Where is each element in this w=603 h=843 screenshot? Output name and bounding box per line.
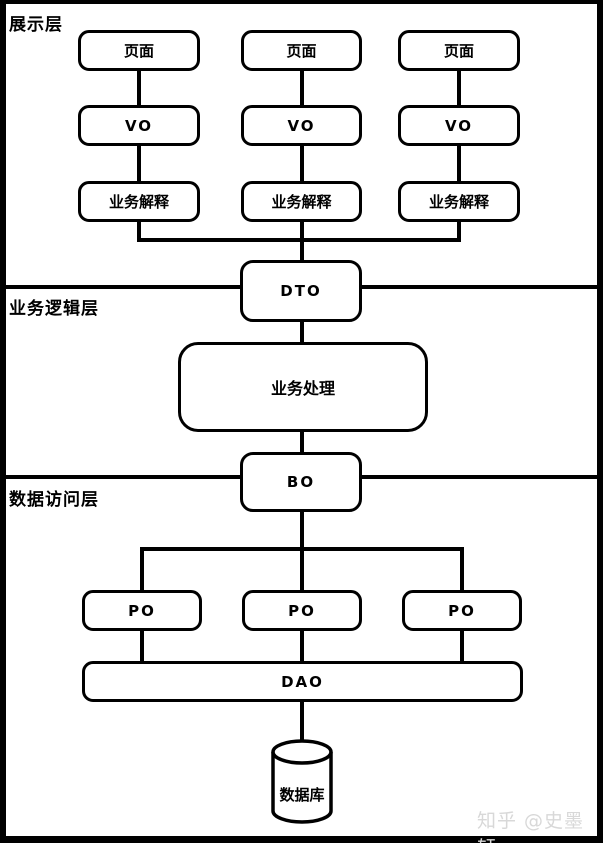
split-line — [140, 547, 464, 551]
connector — [460, 547, 464, 594]
interpret-node-1: 业务解释 — [78, 181, 200, 222]
po-node-1: PO — [82, 590, 202, 631]
connector — [457, 141, 461, 186]
page-node-1: 页面 — [78, 30, 200, 71]
connector — [300, 627, 304, 665]
vo-node-2: VO — [241, 105, 362, 146]
connector — [137, 217, 141, 242]
connector — [140, 547, 144, 594]
connector — [140, 627, 144, 665]
dto-node: DTO — [240, 260, 362, 322]
connector — [137, 141, 141, 186]
connector — [457, 66, 461, 110]
vo-node-3: VO — [398, 105, 520, 146]
page-node-3: 页面 — [398, 30, 520, 71]
dao-node: DAO — [82, 661, 523, 702]
connector — [300, 698, 304, 746]
po-node-2: PO — [242, 590, 362, 631]
connector — [457, 217, 461, 242]
vo-node-1: VO — [78, 105, 200, 146]
connector — [300, 318, 304, 346]
interpret-node-2: 业务解释 — [241, 181, 362, 222]
connector — [300, 508, 304, 594]
connector — [300, 66, 304, 110]
po-node-3: PO — [402, 590, 522, 631]
connector — [137, 66, 141, 110]
page-node-2: 页面 — [241, 30, 362, 71]
watermark: 知乎 @史墨轩 — [477, 810, 585, 843]
interpret-node-3: 业务解释 — [398, 181, 520, 222]
section-label-data-access: 数据访问层 — [9, 490, 99, 510]
section-label-presentation: 展示层 — [9, 15, 63, 35]
business-process-node: 业务处理 — [178, 342, 428, 432]
connector — [300, 141, 304, 186]
bo-node: BO — [240, 452, 362, 512]
connector — [460, 627, 464, 665]
merge-line — [137, 238, 461, 242]
database-cylinder-icon — [271, 739, 333, 824]
section-label-business: 业务逻辑层 — [9, 299, 99, 319]
database-label: 数据库 — [279, 786, 325, 804]
connector — [300, 428, 304, 456]
